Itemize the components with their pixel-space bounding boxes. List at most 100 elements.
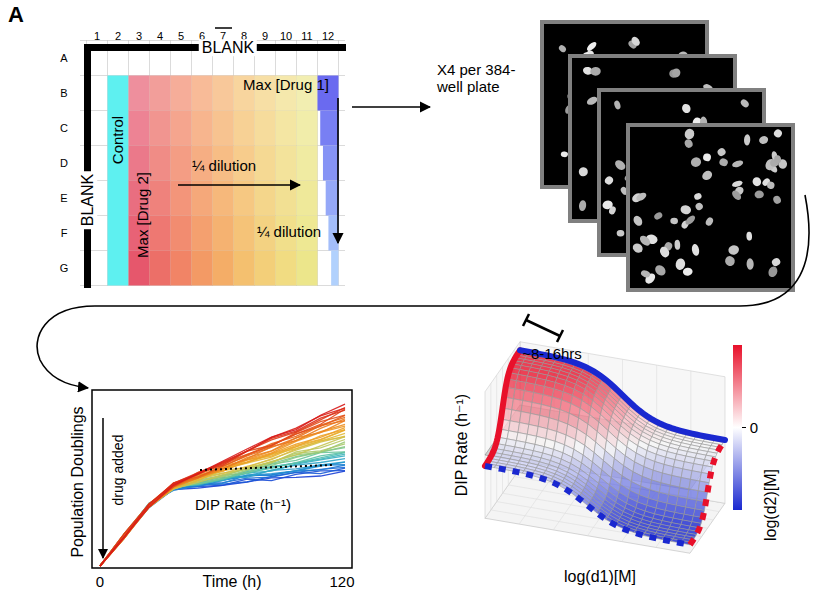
dip-surface	[485, 342, 725, 554]
drug-well	[255, 111, 276, 146]
cell-nucleus	[670, 218, 678, 225]
cell-nucleus	[766, 181, 775, 190]
cell-nucleus	[585, 40, 597, 52]
row-letter: B	[60, 87, 67, 99]
annotation: DIP Rate (h⁻¹)	[195, 497, 291, 514]
drug-well	[150, 76, 171, 111]
drug-well	[192, 76, 213, 111]
cell-nucleus	[690, 156, 703, 168]
single-drug-well	[326, 181, 339, 216]
drug-well	[171, 146, 192, 181]
drug-well	[129, 111, 150, 146]
row-letter: D	[60, 157, 68, 169]
cell-nucleus	[635, 191, 648, 202]
cell-nucleus	[682, 267, 693, 276]
growth-curve	[100, 409, 345, 566]
tick-label: 0	[96, 574, 104, 591]
drug-well	[150, 216, 171, 251]
control-label: Control	[110, 116, 127, 164]
cell-nucleus	[771, 257, 782, 268]
drug-well	[192, 111, 213, 146]
drug-well	[213, 76, 234, 111]
drug-well	[150, 146, 171, 181]
drug-well	[213, 216, 234, 251]
drug-well	[276, 251, 297, 286]
image-border	[628, 125, 793, 290]
image-ground	[628, 125, 793, 290]
axis-grid	[553, 353, 588, 530]
cell-nucleus	[680, 204, 692, 215]
cell-nucleus	[613, 100, 621, 110]
cell-nucleus	[772, 128, 783, 139]
drug-well	[234, 251, 255, 286]
cell-nucleus	[693, 192, 702, 201]
axis-title: DIP Rate (h⁻¹)	[453, 394, 471, 496]
cell-nucleus	[681, 103, 692, 115]
cell-nucleus	[739, 98, 750, 109]
growth-curve	[100, 408, 345, 566]
cell-nucleus	[616, 230, 624, 237]
cell-nucleus	[746, 258, 754, 270]
control-column	[108, 76, 129, 286]
drug-label: Max [Drug 1]	[243, 77, 329, 94]
drug-well	[213, 111, 234, 146]
growth-curve	[100, 417, 345, 566]
drug-well	[297, 111, 318, 146]
cell-nucleus	[704, 216, 714, 227]
cell-nucleus	[767, 265, 779, 278]
drug-well	[213, 251, 234, 286]
cell-nucleus	[694, 201, 704, 211]
drug-well	[150, 251, 171, 286]
combination-edge	[690, 440, 725, 545]
cell-nucleus	[691, 243, 700, 256]
cell-nucleus	[586, 95, 599, 106]
tick-label: 0	[750, 420, 758, 437]
well-plate	[80, 28, 346, 288]
cell-nucleus	[772, 195, 782, 205]
row-letter: E	[60, 192, 67, 204]
cell-nucleus	[578, 167, 588, 177]
column-number: 3	[136, 30, 142, 42]
growth-curve	[100, 419, 345, 566]
dilution-label: ¼ dilution	[192, 158, 256, 175]
growth-curve	[100, 428, 345, 566]
cell-nucleus	[671, 67, 682, 79]
microscopy-image	[628, 125, 793, 290]
cell-nucleus	[630, 35, 642, 47]
column-number: 2	[115, 30, 121, 42]
interval-label: ~8-16hrs	[522, 346, 582, 363]
single-drug-well	[328, 216, 338, 251]
axis-title: Population Doublings	[69, 406, 87, 557]
cell-nucleus	[700, 169, 713, 182]
drug-well	[171, 76, 192, 111]
flow-arrow	[37, 195, 809, 388]
dilution-arrow	[337, 98, 339, 243]
single-drug-well	[320, 111, 338, 146]
cell-nucleus	[731, 180, 743, 188]
cell-nucleus	[640, 269, 651, 279]
cell-nucleus	[718, 157, 729, 167]
single-drug-edge	[485, 350, 520, 466]
single-drug-edge	[520, 350, 725, 440]
drug-well	[276, 111, 297, 146]
drug-well	[276, 146, 297, 181]
growth-curve	[100, 436, 345, 566]
growth-curve	[100, 410, 345, 566]
cell-nucleus	[558, 44, 568, 54]
column-number: 11	[301, 30, 312, 42]
color-bar	[733, 345, 742, 510]
cell-nucleus	[758, 135, 769, 146]
cell-nucleus	[560, 151, 568, 158]
dip-rate-line	[200, 465, 332, 470]
blank-label: BLANK	[79, 171, 97, 229]
axis-title: log(d2)[M]	[762, 469, 780, 541]
cell-nucleus	[683, 138, 694, 149]
cell-nucleus	[590, 67, 601, 76]
growth-curve	[100, 442, 345, 566]
growth-curve	[100, 437, 345, 566]
dilution-label: ¼ dilution	[257, 224, 321, 241]
cell-nucleus	[613, 158, 627, 172]
axis-title: Time (h)	[203, 573, 262, 591]
drug-well	[255, 146, 276, 181]
